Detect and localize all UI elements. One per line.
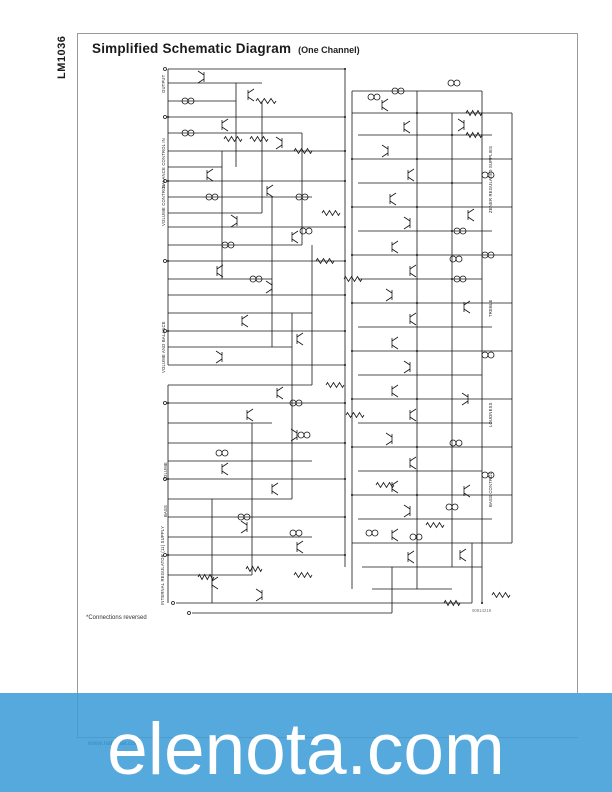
figure-id: 00914219: [472, 608, 492, 613]
frame-line-through-band-horizontal: [77, 737, 578, 738]
schematic-artwork: [163, 67, 513, 615]
watermark-band: www.national.com elenota.com: [0, 693, 612, 792]
watermark-text: elenota.com: [107, 709, 505, 790]
schematic-label-balance-control: BALANCE CONTROL IN: [161, 138, 166, 188]
part-number-vertical-label: LM1036: [56, 35, 68, 79]
schematic-diagram: OUTPUT BALANCE CONTROL IN VOLUME CONTROL…: [160, 67, 513, 615]
schematic-label-output: OUTPUT: [161, 74, 166, 93]
schematic-label-internal-regulator: INTERNAL REGULATOR (11) SUPPLY: [160, 526, 165, 605]
footnote: *Connections reversed: [86, 615, 147, 621]
schematic-label-zener-supplies: ZENER REGULATED SUPPLIES: [488, 146, 493, 213]
schematic-label-loudness: LOUDNESS: [488, 402, 493, 427]
page-subtitle: (One Channel): [298, 45, 360, 55]
section-title-row: Simplified Schematic Diagram (One Channel…: [92, 40, 360, 58]
schematic-label-treble: TREBLE: [488, 300, 493, 318]
frame-line-through-band-vertical: [77, 693, 78, 737]
schematic-label-volume-control: VOLUME CONTROL: [161, 183, 166, 226]
schematic-label-bass: BASS: [163, 505, 168, 517]
schematic-labels: OUTPUT BALANCE CONTROL IN VOLUME CONTROL…: [160, 74, 493, 613]
page-title: Simplified Schematic Diagram: [92, 41, 292, 56]
footer-url: www.national.com: [88, 740, 141, 747]
schematic-label-bass-control: BASS CONTROL: [488, 471, 493, 507]
content-frame: [77, 33, 578, 737]
schematic-label-volume: VOLUME: [163, 462, 168, 481]
schematic-label-volume-and-balance: VOLUME AND BALANCE: [161, 321, 166, 373]
